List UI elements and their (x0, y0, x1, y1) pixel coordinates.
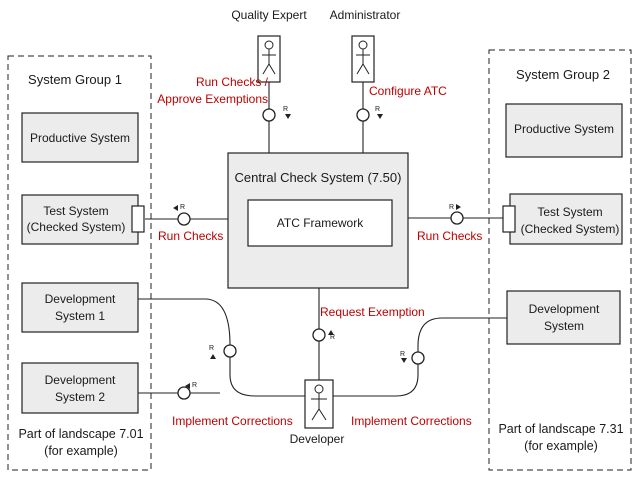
developer-actor (304, 379, 334, 429)
system-group-1 (7, 55, 152, 471)
development-system-2-label-line2: System 2 (55, 390, 105, 404)
productive-system-1-label: Productive System (30, 131, 130, 145)
svg-text:R: R (209, 345, 214, 352)
request-exemption-label: Request Exemption (320, 305, 425, 319)
left-runchecks-r-marker: R (173, 204, 185, 211)
development-system-right (506, 290, 621, 345)
administrator-label: Administrator (330, 8, 401, 22)
dev1-connector-a (138, 298, 231, 346)
system-group-2 (488, 49, 632, 471)
landscape-701-label-line1: Part of landscape 7.01 (18, 427, 143, 441)
test-system-2-port (502, 205, 516, 233)
right-dev-connector-b (333, 364, 419, 397)
development-system-1-label-line1: Development (45, 292, 116, 306)
right-runchecks-r-marker: R (449, 204, 461, 211)
test-system-1-port (131, 205, 145, 233)
dev1-r-marker: R (209, 345, 216, 359)
landscape-701-label-line2: (for example) (44, 444, 118, 458)
test-system-1-label-line1: Test System (43, 204, 108, 218)
implement-corrections-left-label: Implement Corrections (172, 414, 293, 428)
test-system-2-label-line2: (Checked System) (521, 222, 620, 236)
administrator-actor (351, 35, 375, 83)
system-group-1-title: System Group 1 (28, 72, 122, 87)
quality-expert-label: Quality Expert (231, 8, 307, 22)
developer-label: Developer (290, 432, 345, 446)
dev1-connector-b (229, 357, 305, 397)
test-system-2 (509, 193, 623, 245)
right-dev-r-marker: R (400, 351, 407, 363)
development-system-right-label-line1: Development (529, 302, 600, 316)
landscape-731-label-line1: Part of landscape 7.31 (498, 422, 623, 436)
run-checks-approve-label-line2: Approve Exemptions (157, 92, 268, 106)
development-system-2 (21, 362, 139, 414)
right-dev-connector-a (417, 317, 507, 352)
test-system-2-label-line1: Test System (537, 205, 602, 219)
test-system-1-label-line2: (Checked System) (27, 220, 126, 234)
productive-system-2 (505, 103, 623, 158)
right-runchecks-port-circle (450, 211, 464, 225)
quality-expert-actor (257, 35, 281, 83)
svg-text:R: R (330, 334, 335, 341)
run-checks-right-label: Run Checks (417, 229, 482, 243)
request-exemption-r-marker: R (328, 330, 335, 341)
system-group-2-title: System Group 2 (516, 67, 610, 82)
development-system-right-label-line2: System (544, 319, 584, 333)
atc-framework (247, 199, 393, 247)
right-dev-port-circle (411, 351, 425, 365)
dev2-port-circle (177, 386, 191, 400)
dev2-r-marker: R (185, 382, 197, 389)
svg-text:R: R (400, 351, 405, 358)
run-checks-left-label: Run Checks (158, 229, 223, 243)
productive-system-1 (21, 112, 139, 163)
dev1-port-circle (223, 344, 237, 358)
svg-text:R: R (180, 204, 185, 211)
qe-port-circle (262, 108, 276, 122)
svg-text:R: R (375, 106, 380, 113)
admin-r-marker: R (375, 106, 383, 119)
configure-atc-label: Configure ATC (369, 84, 447, 98)
implement-corrections-right-label: Implement Corrections (351, 414, 472, 428)
request-exemption-port-circle (312, 328, 326, 342)
development-system-2-label-line1: Development (45, 373, 116, 387)
svg-text:R: R (449, 204, 454, 211)
svg-text:R: R (192, 382, 197, 389)
left-runchecks-port-circle (177, 212, 191, 226)
central-check-system-title: Central Check System (7.50) (235, 170, 402, 185)
svg-text:R: R (283, 106, 288, 113)
run-checks-approve-label-line1: Run Checks / (196, 75, 269, 89)
development-system-1-label-line2: System 1 (55, 309, 105, 323)
development-system-1 (21, 282, 139, 333)
qe-r-marker: R (283, 106, 291, 119)
productive-system-2-label: Productive System (514, 122, 614, 136)
landscape-731-label-line2: (for example) (524, 439, 598, 453)
admin-port-circle (356, 108, 370, 122)
atc-framework-label: ATC Framework (277, 216, 364, 230)
